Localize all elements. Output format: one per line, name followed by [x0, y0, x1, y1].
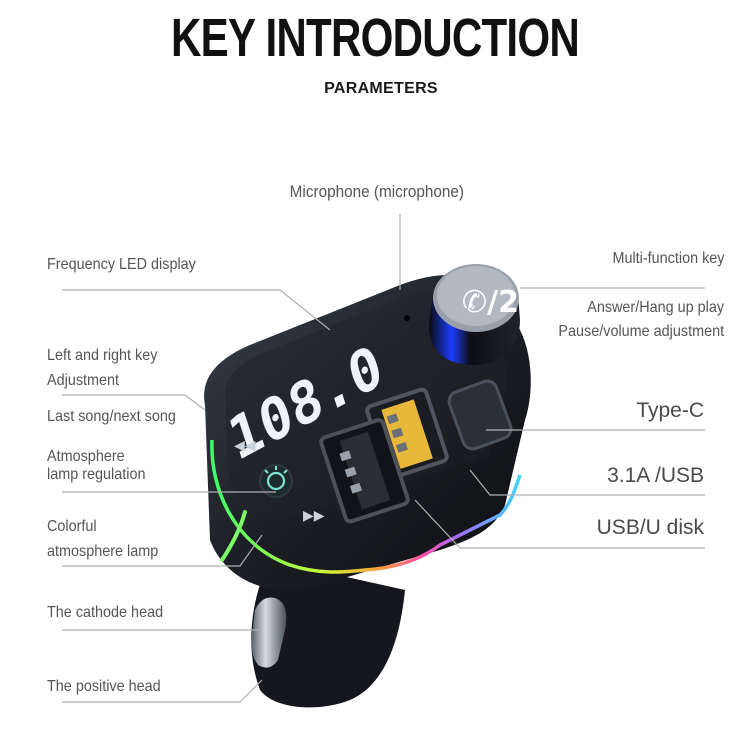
- type-c-port: [447, 379, 513, 451]
- page-subtitle: PARAMETERS: [324, 80, 438, 97]
- label-atmosphere-lamp: atmosphere lamp: [47, 543, 159, 560]
- plug-barrel: [251, 560, 405, 708]
- label-usb-u-disk: USB/U disk: [596, 516, 704, 539]
- fast-forward-icon: ▶▶: [303, 507, 325, 523]
- svg-text:✆/2: ✆/2: [462, 285, 519, 320]
- leader-lines: [62, 214, 705, 703]
- page-title: KEY INTRODUCTION: [171, 8, 580, 68]
- label-frequency-led-display: Frequency LED display: [47, 256, 196, 273]
- rewind-icon: ◀◀: [234, 437, 256, 453]
- label-lamp-regulation: lamp regulation: [47, 466, 146, 483]
- label-multi-function-key: Multi-function key: [611, 250, 724, 267]
- label-last-next-song: Last song/next song: [47, 408, 176, 425]
- label-microphone: Microphone (microphone): [289, 182, 465, 201]
- label-atmosphere: Atmosphere: [47, 448, 125, 465]
- control-buttons: ◀◀ ▶▶: [234, 437, 325, 523]
- label-adjustment: Adjustment: [47, 372, 120, 389]
- label-type-c: Type-C: [636, 399, 704, 422]
- label-cathode-head: The cathode head: [47, 604, 164, 621]
- label-3.1a-usb: 3.1A /USB: [607, 464, 704, 487]
- label-positive-head: The positive head: [47, 678, 161, 695]
- usb-u-disk-port: [319, 418, 410, 524]
- multi-function-knob: ✆/2: [429, 264, 520, 365]
- microphone-hole: [404, 315, 410, 321]
- label-colorful: Colorful: [47, 518, 97, 535]
- label-left-right-key: Left and right key: [47, 347, 158, 364]
- lightbulb-icon: [266, 471, 286, 491]
- label-pause-volume: Pause/volume adjustment: [558, 323, 724, 340]
- label-answer-hang-up: Answer/Hang up play: [587, 299, 724, 316]
